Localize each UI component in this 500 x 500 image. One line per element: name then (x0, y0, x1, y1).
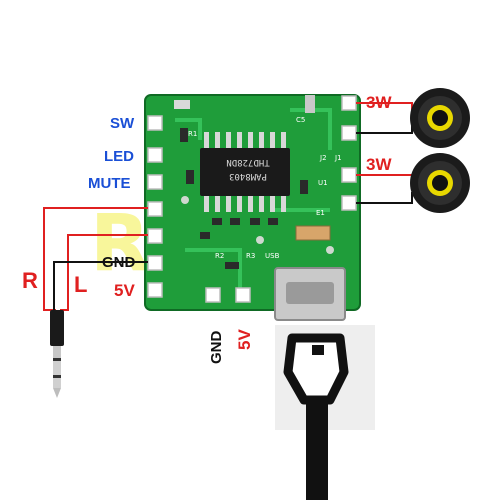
usb-cable (275, 325, 375, 500)
silk-r3: R3 (246, 252, 255, 260)
silk-r1: R1 (188, 130, 197, 138)
speaker-1-label: 3W (366, 93, 392, 112)
pcb-traces (175, 108, 332, 290)
audio-jack (50, 310, 64, 398)
silk-j2: J2 (319, 154, 327, 162)
bottom-pads (205, 287, 251, 303)
silk-j1: J1 (334, 154, 342, 162)
wire-speaker1-minus (356, 124, 413, 134)
resistor (305, 95, 315, 113)
usb-wire (306, 404, 328, 500)
audio-label-l: L (74, 272, 87, 297)
audio-label-r: R (22, 268, 38, 293)
amplifier-board: PAM8403 THD728DN R1 C5 J2 U1 E1 J1 R2 R3… (144, 94, 361, 321)
led-component (174, 100, 190, 109)
wire-speaker2-plus (356, 174, 413, 178)
right-pads (341, 95, 357, 211)
wire-speaker2-minus (356, 192, 413, 204)
capacitor (295, 225, 331, 241)
silk-c5: C5 (296, 116, 305, 124)
speaker-2-label: 3W (366, 155, 392, 174)
silk-e1: E1 (316, 209, 325, 217)
bottom-pin-label-5v: 5V (235, 329, 254, 350)
pin-label-5v: 5V (114, 281, 135, 300)
via (326, 246, 334, 254)
pin-label-mute: MUTE (88, 175, 131, 192)
silk-u1: U1 (318, 179, 328, 187)
chip-label-1: PAM8403 (229, 171, 267, 181)
pin-label-led: LED (104, 148, 134, 165)
wire-left-channel (60, 234, 148, 311)
left-pads (147, 115, 163, 298)
wire-ground (53, 261, 148, 312)
speaker-wires (356, 102, 413, 204)
pin-label-sw: SW (110, 115, 135, 132)
usb-plug (283, 333, 349, 405)
via (256, 236, 264, 244)
wire-right-channel (43, 207, 148, 311)
bottom-pin-label-gnd: GND (208, 331, 225, 365)
usb-plug-hole (312, 345, 324, 355)
micro-usb-port (274, 267, 346, 321)
speaker-2 (410, 153, 470, 213)
amplifier-chip: PAM8403 THD728DN (200, 132, 290, 212)
silk-usb: USB (265, 252, 280, 260)
silk-r2: R2 (215, 252, 224, 260)
via (181, 196, 189, 204)
chip-label-2: THD728DN (226, 157, 269, 167)
audio-wires (43, 207, 148, 312)
smd-components (180, 128, 308, 269)
speaker-1 (410, 88, 470, 148)
